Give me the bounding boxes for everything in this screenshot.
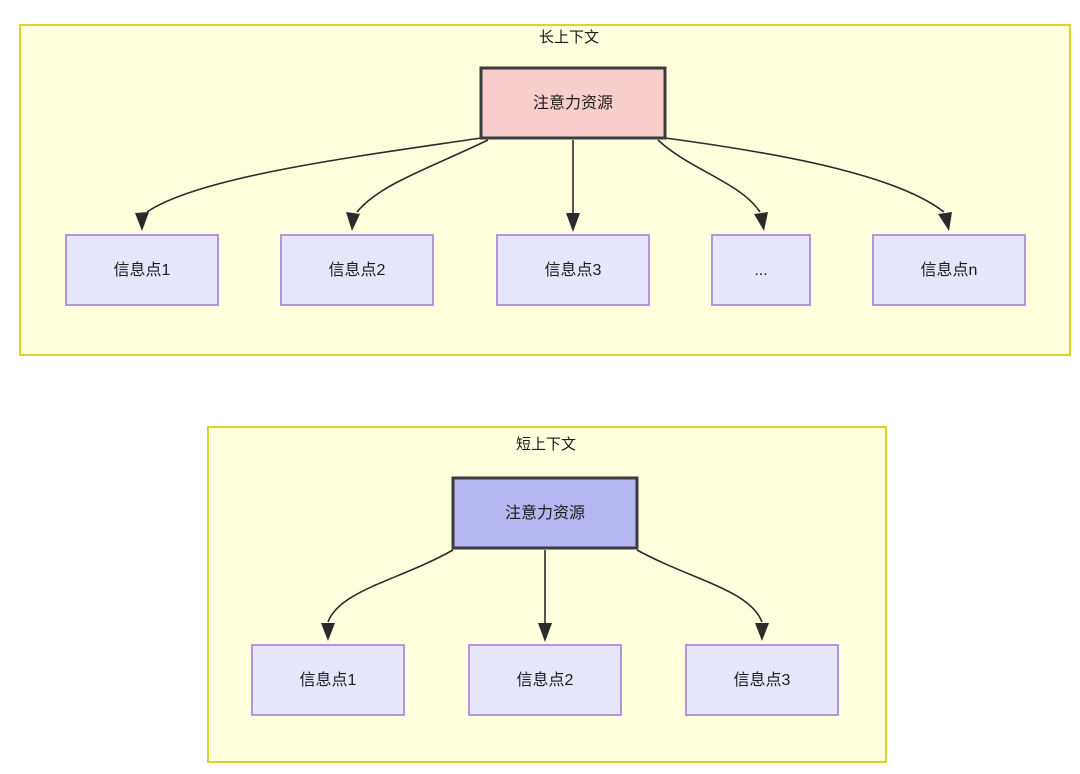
arrowhead-info3 <box>755 623 769 641</box>
short-context-leaf-2[interactable]: 信息点2 <box>468 644 622 716</box>
edge-source-to-ellipsis <box>657 139 761 213</box>
leaf-rect[interactable] <box>65 234 219 306</box>
long-context-leaf-1[interactable]: 信息点1 <box>65 234 219 306</box>
edge-source-to-info3 <box>636 549 763 623</box>
arrowhead-ellipsis <box>754 212 768 231</box>
edge-source-to-info1 <box>146 137 482 213</box>
short-context-title: 短上下文 <box>516 436 576 453</box>
leaf-rect[interactable] <box>468 644 622 716</box>
leaf-label-ellipsis: ... <box>754 262 767 279</box>
leaf-rect[interactable] <box>280 234 434 306</box>
leaf-label: 信息点3 <box>545 261 602 279</box>
leaf-rect[interactable] <box>685 644 839 716</box>
short-context-leaf-1[interactable]: 信息点1 <box>251 644 405 716</box>
section-short-context: 短上下文 注意力资源 信息点1 信息点2 <box>207 426 887 763</box>
leaf-label: 信息点3 <box>734 671 791 689</box>
short-context-source-rect[interactable] <box>451 476 639 550</box>
section-long-context: 长上下文 注意力资源 信息 <box>19 24 1071 356</box>
arrowhead-info1 <box>135 212 149 231</box>
short-context-leaf-3[interactable]: 信息点3 <box>685 644 839 716</box>
long-context-source-node[interactable]: 注意力资源 <box>479 66 667 140</box>
leaf-rect[interactable] <box>251 644 405 716</box>
short-context-edges <box>321 549 769 642</box>
leaf-label: 信息点n <box>921 261 978 279</box>
leaf-label: 信息点1 <box>300 671 357 689</box>
leaf-label: 信息点2 <box>329 261 386 279</box>
short-context-source-label: 注意力资源 <box>505 503 585 522</box>
edge-source-to-info2 <box>356 139 489 213</box>
arrowhead-infon <box>938 212 952 231</box>
short-context-source-node[interactable]: 注意力资源 <box>451 476 639 550</box>
leaf-rect[interactable] <box>872 234 1026 306</box>
long-context-source-label: 注意力资源 <box>533 93 613 112</box>
leaf-label: 信息点1 <box>114 261 171 279</box>
long-context-source-rect[interactable] <box>479 66 667 140</box>
leaf-rect[interactable] <box>711 234 811 306</box>
long-context-leaf-2[interactable]: 信息点2 <box>280 234 434 306</box>
arrowhead-info3 <box>566 213 580 232</box>
edge-source-to-infon <box>664 137 945 213</box>
arrowhead-info1 <box>321 623 335 641</box>
long-context-edges <box>135 137 952 232</box>
long-context-leaf-3[interactable]: 信息点3 <box>496 234 650 306</box>
long-context-leaf-n[interactable]: 信息点n <box>872 234 1026 306</box>
leaf-rect[interactable] <box>496 234 650 306</box>
leaf-label: 信息点2 <box>517 671 574 689</box>
arrowhead-info2 <box>346 212 360 231</box>
long-context-title: 长上下文 <box>539 29 599 46</box>
edge-source-to-info1 <box>327 549 454 623</box>
long-context-leaf-ellipsis[interactable]: ... <box>711 234 811 306</box>
arrowhead-info2 <box>538 623 552 642</box>
